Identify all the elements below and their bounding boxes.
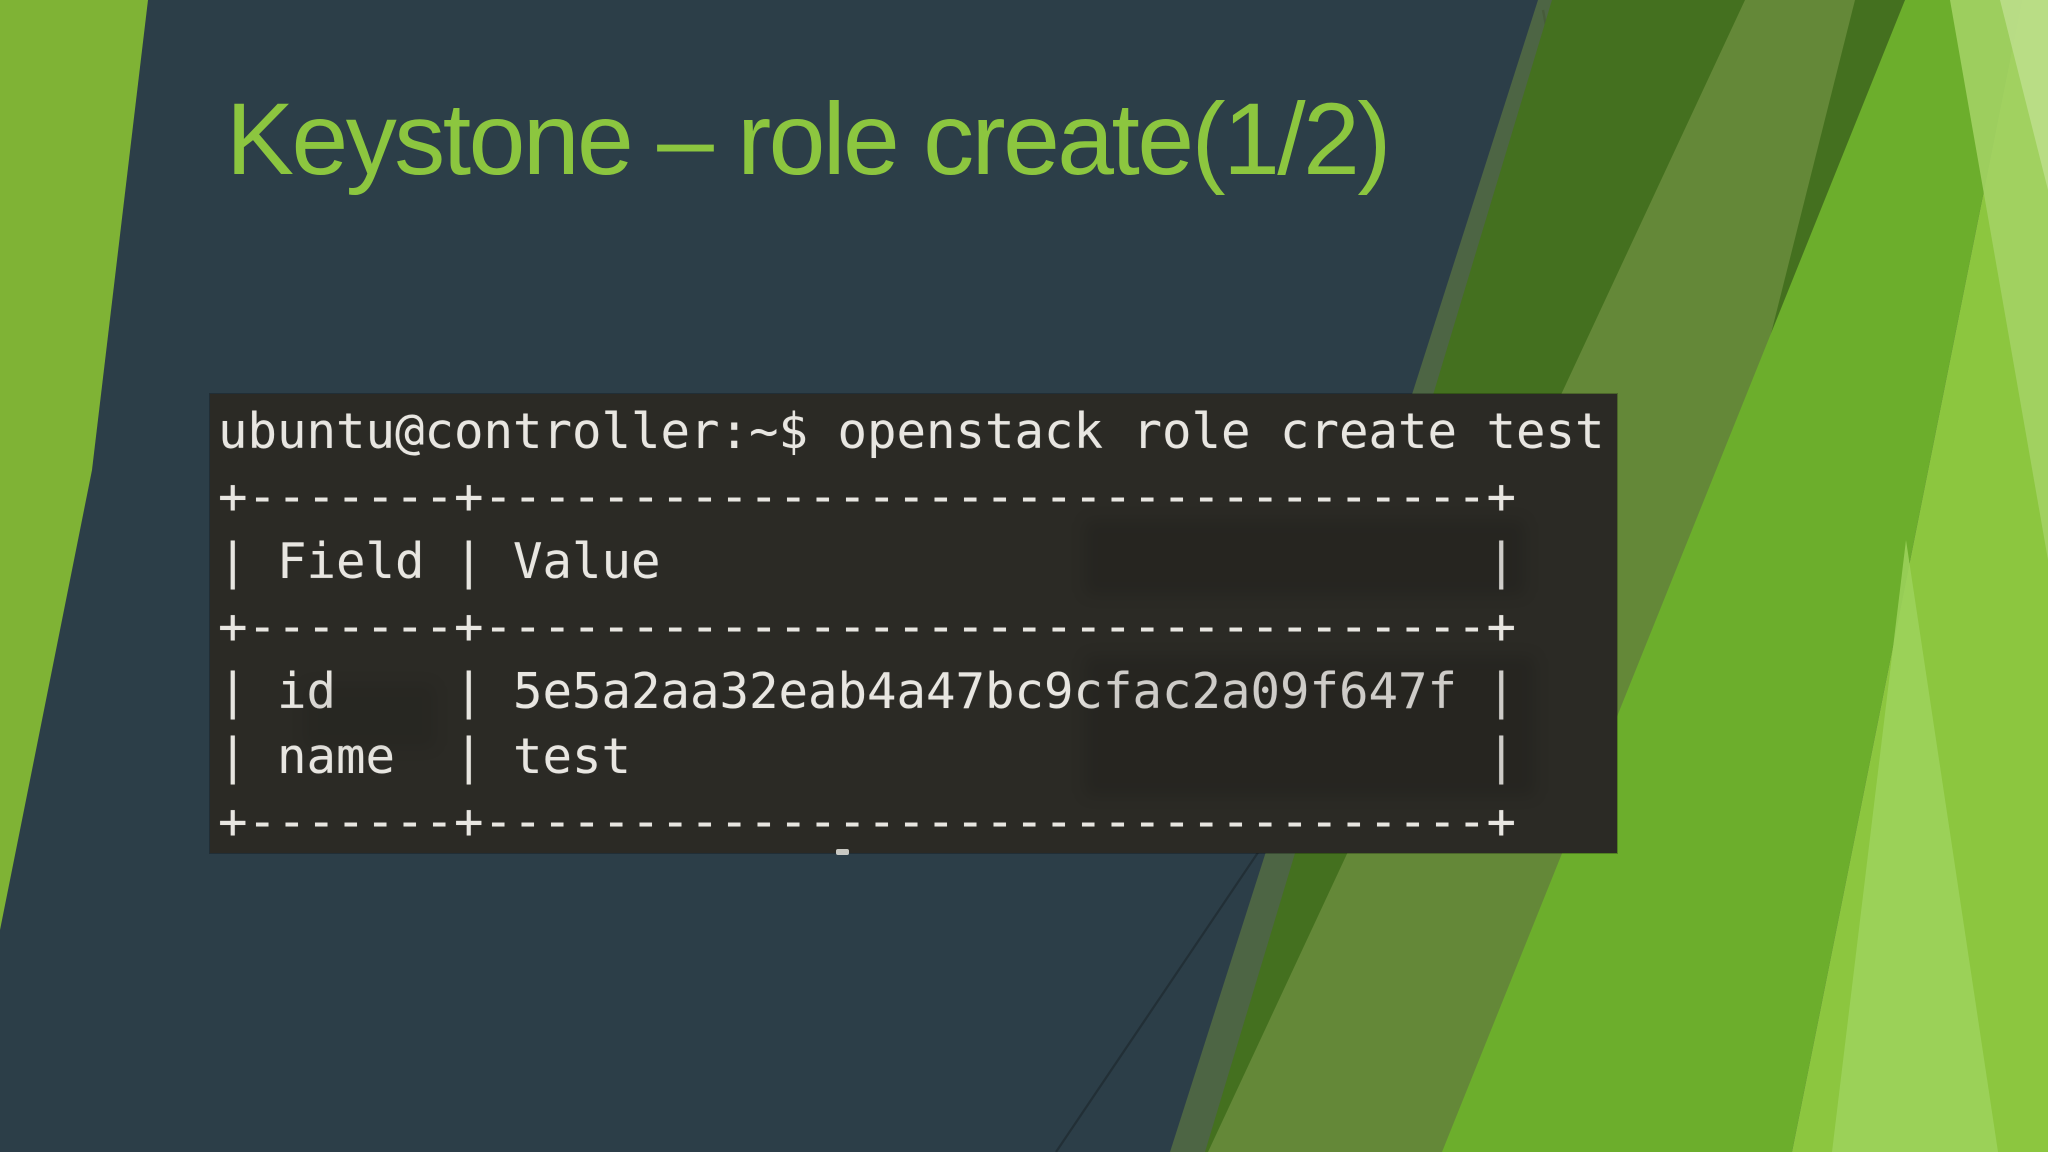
terminal-output: ubuntu@controller:~$ openstack role crea… (218, 403, 1605, 850)
green-facet-pale-corner-small (2000, 0, 2048, 190)
green-facet-bright-band (1442, 0, 2022, 1152)
left-green-strip (0, 0, 148, 930)
artifact-dash (836, 849, 849, 855)
edge-line-bottom-center (1055, 807, 1289, 1152)
green-facet-light-right (1792, 0, 2048, 1152)
terminal-screenshot: ubuntu@controller:~$ openstack role crea… (210, 394, 1617, 853)
slide-title: Keystone – role create(1/2) (226, 82, 1391, 196)
green-facet-pale-corner (1950, 0, 2048, 560)
green-facet-pale-wedge (1832, 540, 1998, 1152)
